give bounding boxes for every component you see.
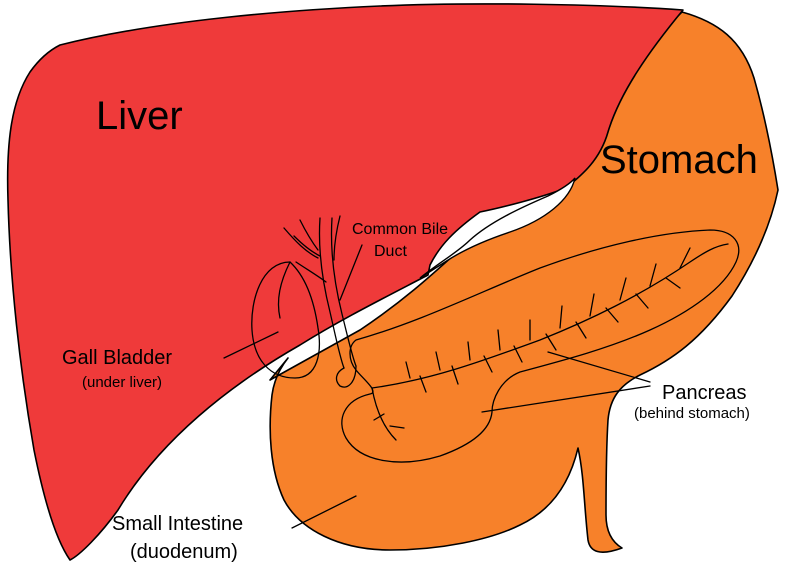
label-gall-bladder-note: (under liver) — [82, 375, 162, 390]
label-pancreas-note: (behind stomach) — [634, 406, 750, 421]
label-gall-bladder: Gall Bladder — [62, 348, 172, 368]
label-pancreas: Pancreas — [662, 383, 747, 403]
label-common-bile-duct-line1: Common Bile — [352, 222, 448, 238]
label-common-bile-duct-line2: Duct — [374, 244, 407, 260]
label-stomach: Stomach — [600, 140, 758, 180]
label-small-intestine: Small Intestine — [112, 514, 243, 534]
label-small-intestine-note: (duodenum) — [130, 542, 238, 562]
label-liver: Liver — [96, 96, 183, 136]
